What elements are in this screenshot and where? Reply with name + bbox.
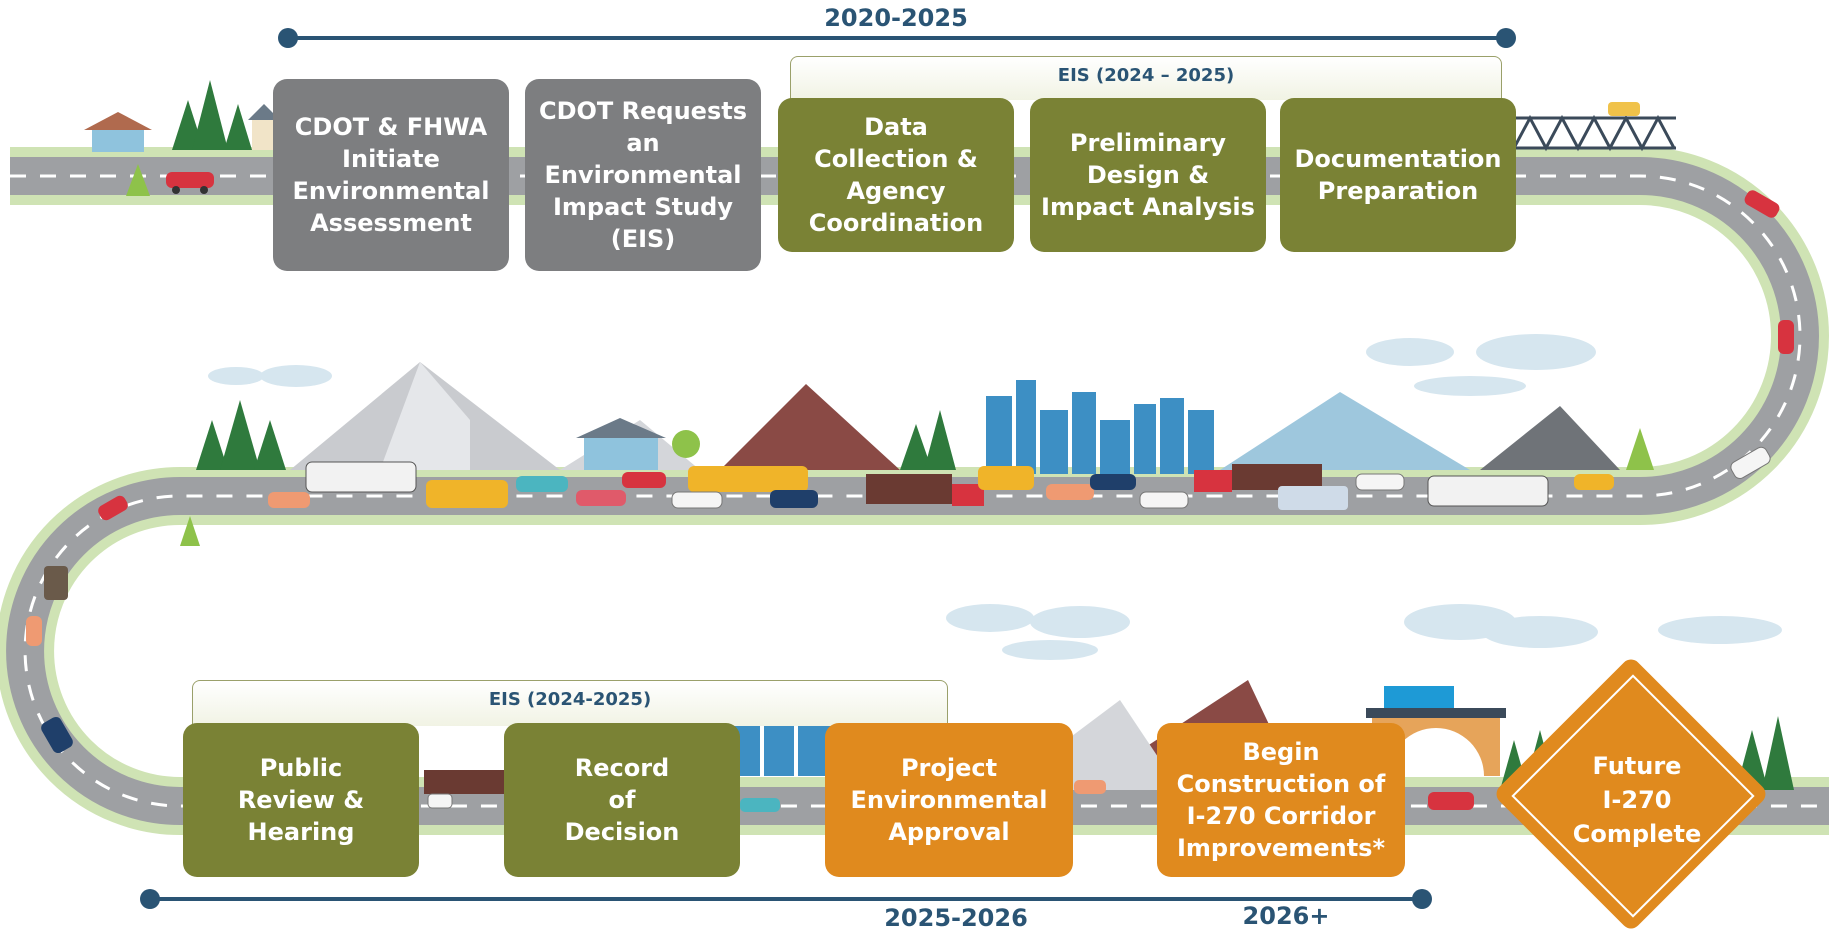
- house-icon: [576, 418, 666, 470]
- car-icon: [166, 172, 214, 194]
- step-public-review-hearing: Public Review & Hearing: [183, 723, 419, 877]
- step-preliminary-design: Preliminary Design & Impact Analysis: [1030, 98, 1266, 252]
- timeline-bottom-label-left: 2025-2026: [884, 904, 1028, 932]
- house-icon: [84, 104, 280, 152]
- step-data-collection: Data Collection & Agency Coordination: [778, 98, 1014, 252]
- final-milestone-future-i270: Future I-270 Complete: [1492, 655, 1777, 940]
- eis-phase-banner-top: EIS (2024 – 2025): [790, 56, 1502, 100]
- step-initiate-environmental-assessment: CDOT & FHWA Initiate Environmental Asses…: [273, 79, 509, 271]
- step-record-of-decision: Record of Decision: [504, 723, 740, 877]
- timeline-top-label: 2020-2025: [824, 4, 968, 32]
- eis-phase-label: EIS (2024-2025): [488, 689, 652, 710]
- final-milestone-label: Future I-270 Complete: [1572, 752, 1702, 848]
- tree-icon: [126, 80, 252, 196]
- cloud-icon: [208, 334, 1782, 660]
- car-icon: [1608, 102, 1640, 116]
- timeline-top: [278, 28, 1516, 48]
- step-project-environmental-approval: Project Environmental Approval: [825, 723, 1073, 877]
- timeline-bottom: [140, 889, 1432, 909]
- step-begin-construction: Begin Construction of I-270 Corridor Imp…: [1157, 723, 1405, 877]
- timeline-bottom-label-right: 2026+: [1242, 902, 1330, 930]
- step-documentation-preparation: Documentation Preparation: [1280, 98, 1516, 252]
- eis-phase-label: EIS (2024 – 2025): [1057, 65, 1235, 86]
- step-request-eis: CDOT Requests an Environmental Impact St…: [525, 79, 761, 271]
- eis-phase-banner-bottom: EIS (2024-2025): [192, 680, 948, 726]
- bridge-icon: [1512, 114, 1676, 152]
- vehicle-traffic: [26, 190, 1794, 812]
